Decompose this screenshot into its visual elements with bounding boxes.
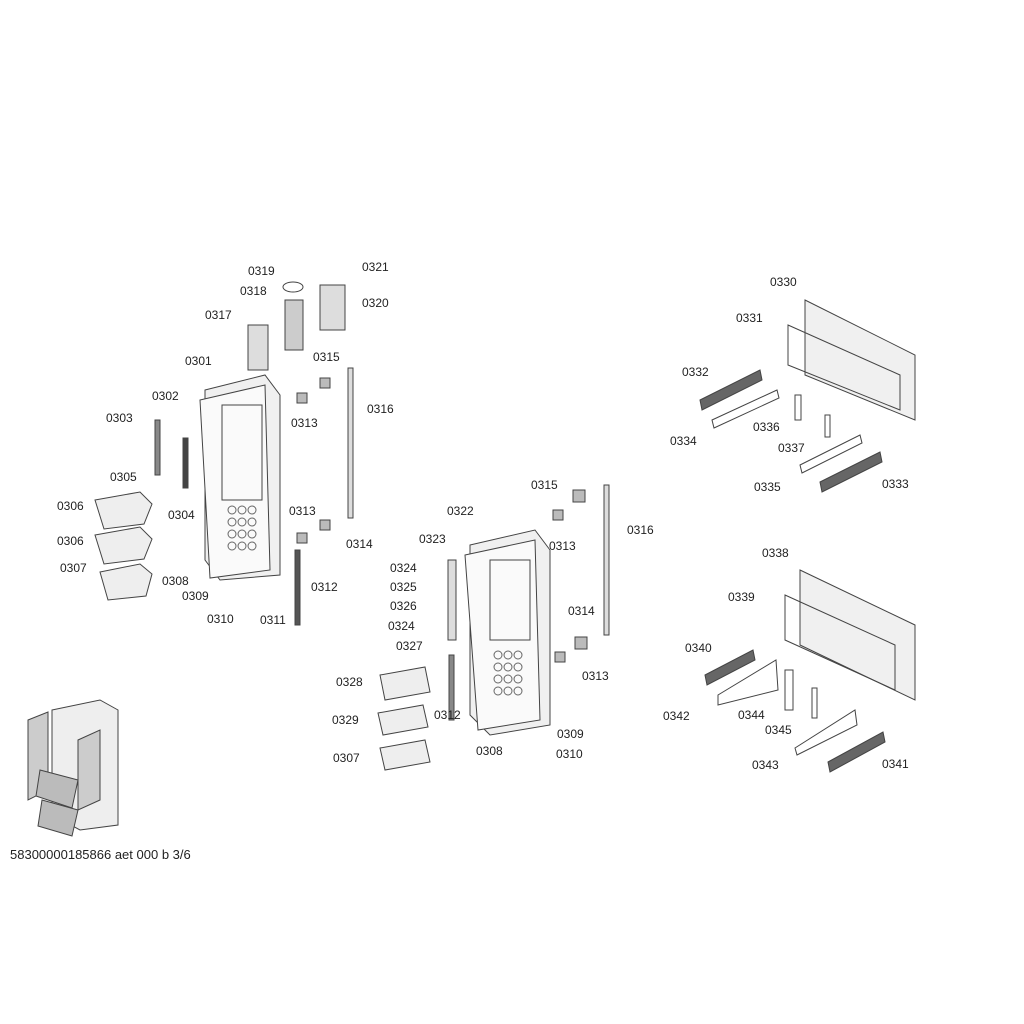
part-label[interactable]: 0306 — [57, 534, 84, 548]
part-label[interactable]: 0336 — [753, 420, 780, 434]
part-label[interactable]: 0301 — [185, 354, 212, 368]
part-label[interactable]: 0307 — [333, 751, 360, 765]
part-label[interactable]: 0312 — [311, 580, 338, 594]
part-label[interactable]: 0307 — [60, 561, 87, 575]
part-label[interactable]: 0316 — [627, 523, 654, 537]
overview-thumbnail — [27, 699, 119, 837]
part-label[interactable]: 0321 — [362, 260, 389, 274]
part-label[interactable]: 0320 — [362, 296, 389, 310]
part-label[interactable]: 0325 — [390, 580, 417, 594]
part-label[interactable]: 0324 — [390, 561, 417, 575]
part-label[interactable]: 0313 — [289, 504, 316, 518]
part-label[interactable]: 0308 — [162, 574, 189, 588]
part-label[interactable]: 0302 — [152, 389, 179, 403]
part-label[interactable]: 0345 — [765, 723, 792, 737]
part-label[interactable]: 0315 — [313, 350, 340, 364]
part-label[interactable]: 0304 — [168, 508, 195, 522]
part-label[interactable]: 0342 — [663, 709, 690, 723]
diagram-footer-code: 58300000185866 aet 000 b 3/6 — [10, 847, 191, 862]
part-label[interactable]: 0330 — [770, 275, 797, 289]
part-label[interactable]: 0313 — [291, 416, 318, 430]
part-label[interactable]: 0339 — [728, 590, 755, 604]
part-label[interactable]: 0309 — [182, 589, 209, 603]
part-label[interactable]: 0334 — [670, 434, 697, 448]
part-label[interactable]: 0326 — [390, 599, 417, 613]
left-door-assembly — [94, 281, 354, 626]
part-label[interactable]: 0310 — [207, 612, 234, 626]
part-label[interactable]: 0313 — [549, 539, 576, 553]
upper-drawer-assembly — [699, 299, 916, 493]
part-label[interactable]: 0303 — [106, 411, 133, 425]
part-label[interactable]: 0318 — [240, 284, 267, 298]
part-label[interactable]: 0343 — [752, 758, 779, 772]
part-label[interactable]: 0338 — [762, 546, 789, 560]
part-label[interactable]: 0329 — [332, 713, 359, 727]
part-label[interactable]: 0314 — [346, 537, 373, 551]
part-label[interactable]: 0335 — [754, 480, 781, 494]
part-label[interactable]: 0317 — [205, 308, 232, 322]
lower-drawer-assembly — [704, 569, 916, 773]
part-label[interactable]: 0309 — [557, 727, 584, 741]
part-label[interactable]: 0333 — [882, 477, 909, 491]
part-label[interactable]: 0340 — [685, 641, 712, 655]
part-label[interactable]: 0306 — [57, 499, 84, 513]
part-label[interactable]: 0322 — [447, 504, 474, 518]
part-label[interactable]: 0324 — [388, 619, 415, 633]
part-label[interactable]: 0344 — [738, 708, 765, 722]
part-label[interactable]: 0313 — [582, 669, 609, 683]
part-label[interactable]: 0323 — [419, 532, 446, 546]
part-label[interactable]: 0311 — [260, 613, 286, 627]
part-label[interactable]: 0341 — [882, 757, 909, 771]
part-label[interactable]: 0308 — [476, 744, 503, 758]
part-label[interactable]: 0314 — [568, 604, 595, 618]
part-label[interactable]: 0328 — [336, 675, 363, 689]
part-label[interactable]: 0305 — [110, 470, 137, 484]
part-label[interactable]: 0319 — [248, 264, 275, 278]
part-label[interactable]: 0315 — [531, 478, 558, 492]
middle-door-assembly — [377, 484, 610, 771]
part-label[interactable]: 0332 — [682, 365, 709, 379]
part-label[interactable]: 0331 — [736, 311, 763, 325]
part-label[interactable]: 0316 — [367, 402, 394, 416]
part-label[interactable]: 0312 — [434, 708, 461, 722]
part-label[interactable]: 0337 — [778, 441, 805, 455]
part-label[interactable]: 0327 — [396, 639, 423, 653]
part-label[interactable]: 0310 — [556, 747, 583, 761]
